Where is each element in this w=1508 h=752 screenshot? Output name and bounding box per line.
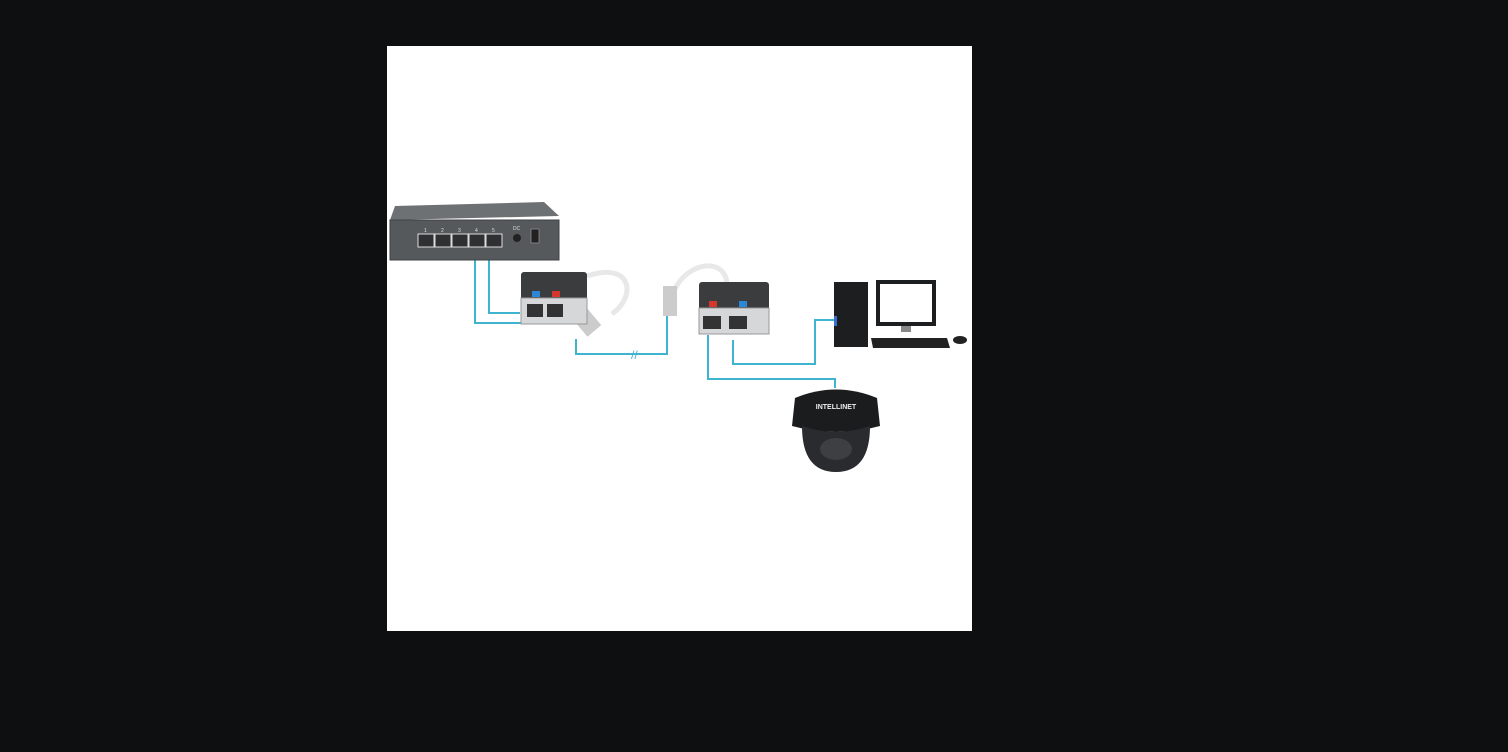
network-switch: 1 2 3 4 5 DC [389,202,560,261]
network-diagram-image: // 1 2 3 4 5 DC [389,202,967,472]
image-viewer: // 1 2 3 4 5 DC [387,46,972,631]
port-label: 4 [475,228,478,234]
dome-camera: INTELLINET [792,389,880,472]
line-to-pc [732,319,835,365]
dc-label: DC [513,226,521,232]
line-switch-splitter-b [488,256,520,314]
cable-break-mark: // [631,348,638,362]
port-label: 3 [458,228,461,234]
port-label: 1 [424,228,427,234]
connection-lines [474,256,836,388]
line-switch-splitter-a [474,256,530,324]
camera-logo: INTELLINET [816,404,857,411]
cable-splitter-1 [520,269,630,337]
line-trunk [575,314,668,355]
line-to-camera [707,335,836,388]
port-label: 2 [441,228,444,234]
desktop-computer [834,280,967,348]
port-label: 5 [492,228,495,234]
cable-splitter-2 [663,263,770,335]
